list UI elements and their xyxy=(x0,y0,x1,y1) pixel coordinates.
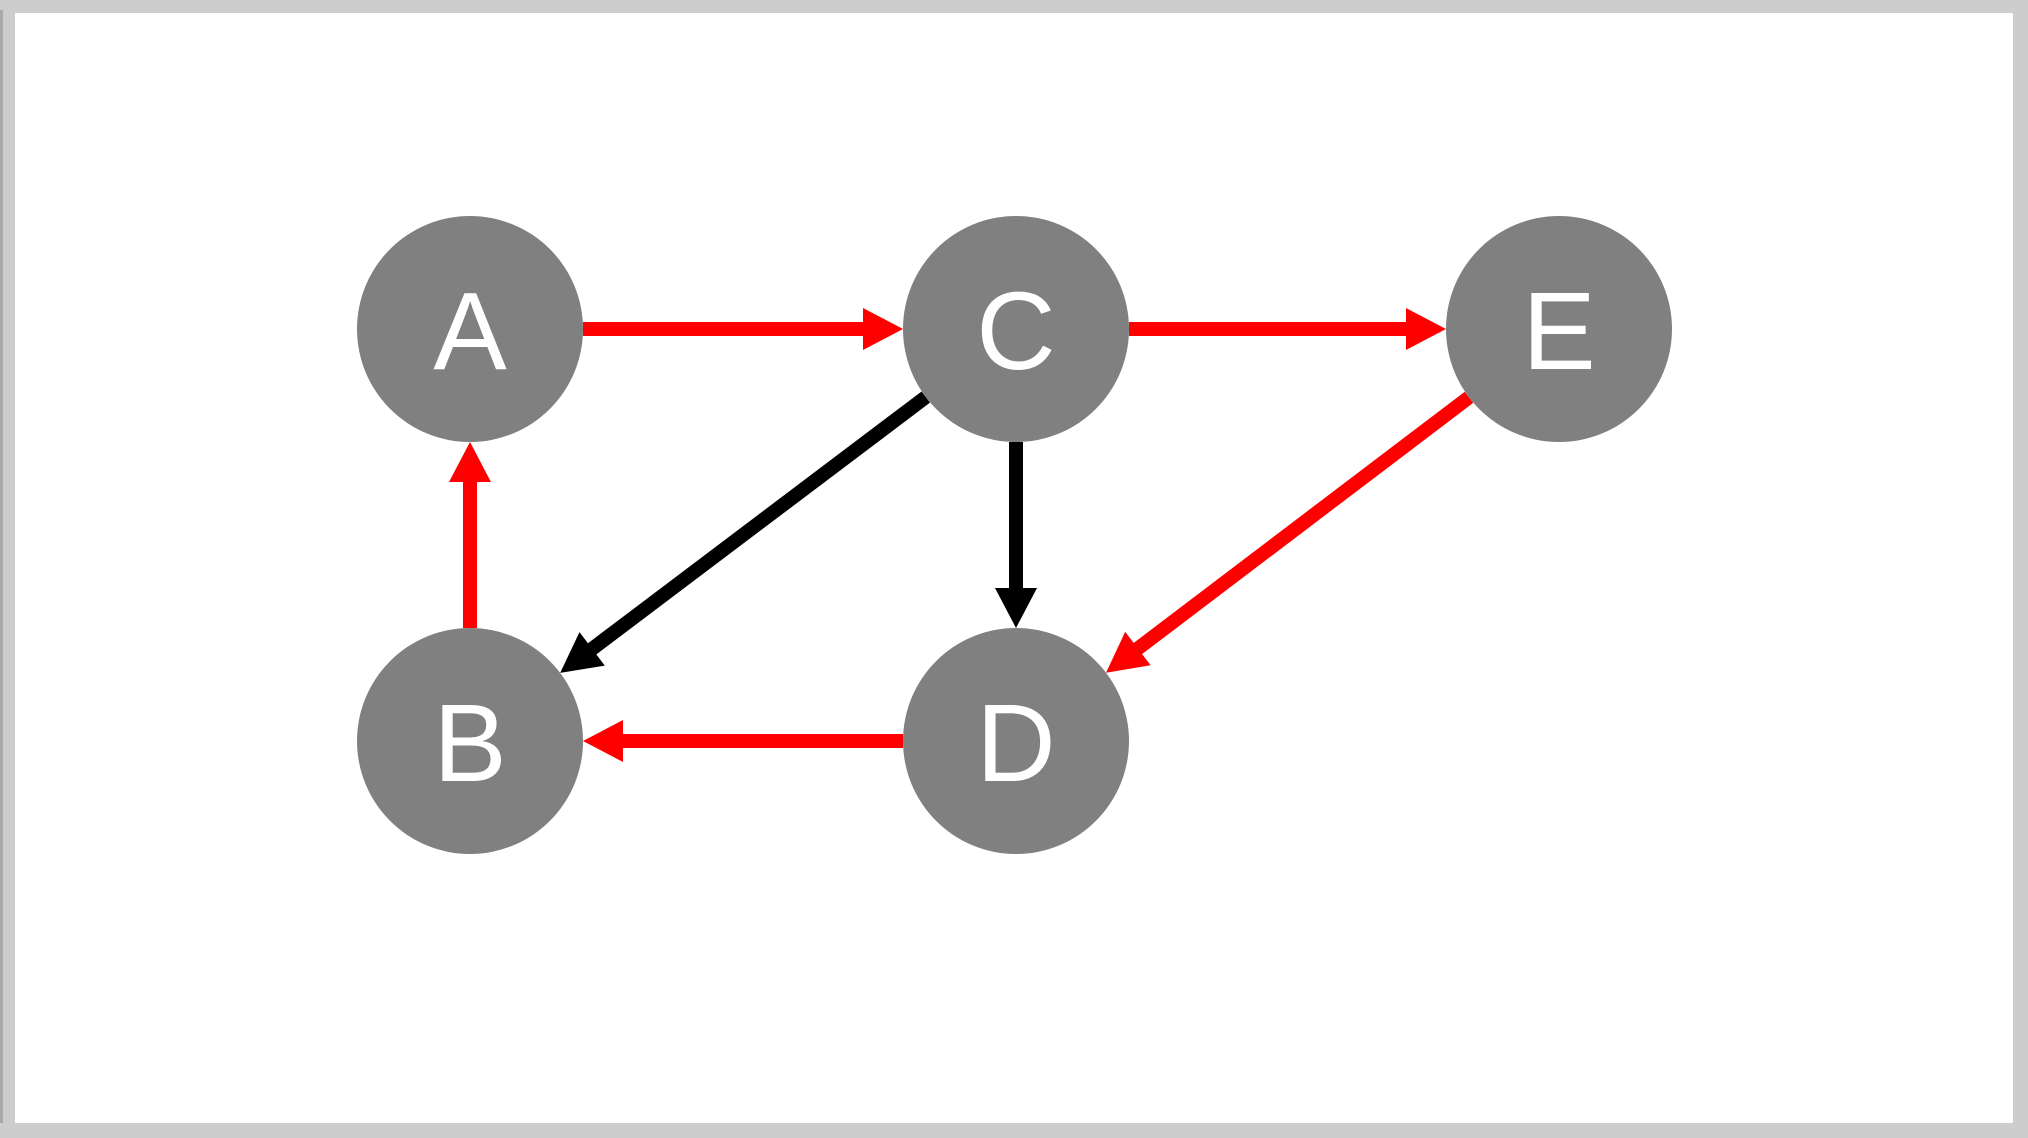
arrowhead-icon xyxy=(560,632,605,673)
edge-B-to-A xyxy=(449,442,491,628)
edge-C-to-E xyxy=(1129,308,1446,350)
arrowhead-icon xyxy=(583,720,623,762)
arrowhead-icon xyxy=(449,442,491,482)
node-label-C: C xyxy=(976,270,1055,393)
arrowhead-icon xyxy=(863,308,903,350)
edge-C-to-B xyxy=(560,391,931,673)
node-E: E xyxy=(1446,216,1672,442)
node-circle-B xyxy=(357,628,583,854)
node-circle-D xyxy=(903,628,1129,854)
node-A: A xyxy=(357,216,583,442)
arrowhead-icon xyxy=(1406,308,1446,350)
node-circle-A xyxy=(357,216,583,442)
arrowhead-icon xyxy=(1106,631,1151,673)
node-B: B xyxy=(357,628,583,854)
edge-E-to-D xyxy=(1106,391,1474,673)
node-C: C xyxy=(903,216,1129,442)
edge-A-to-C xyxy=(583,308,903,350)
node-circle-C xyxy=(903,216,1129,442)
edge-C-to-D xyxy=(995,442,1037,628)
node-D: D xyxy=(903,628,1129,854)
node-circle-E xyxy=(1446,216,1672,442)
arrowhead-icon xyxy=(995,588,1037,628)
node-label-A: A xyxy=(433,270,507,393)
node-label-B: B xyxy=(433,682,506,805)
window-left-edge xyxy=(0,10,3,1123)
node-label-D: D xyxy=(976,682,1055,805)
edge-D-to-B xyxy=(583,720,903,762)
edge-line-E-D xyxy=(1132,391,1474,656)
node-label-E: E xyxy=(1522,270,1595,393)
edge-line-C-B xyxy=(586,391,931,656)
